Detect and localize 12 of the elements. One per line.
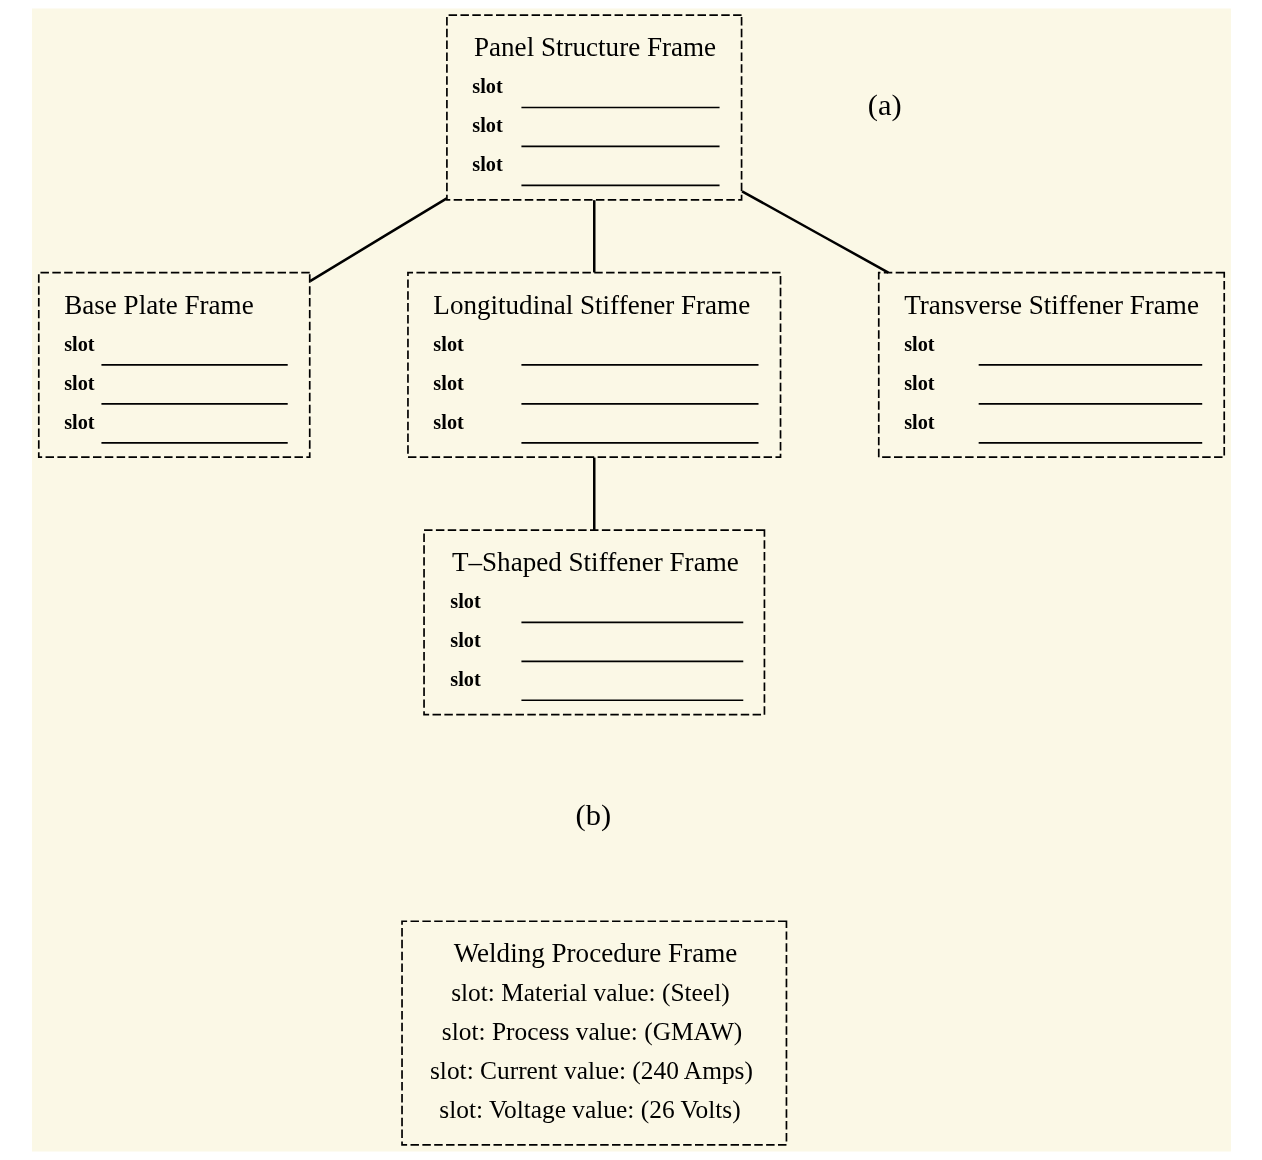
connector [309,197,447,283]
node-box: Panel Structure Frame slot slot slot [445,14,742,201]
node-box: Welding Procedure Frame slot: Material value: (Steel) slot: Process value: (GMAW) slot: Current value: (240 Amps) slot: Voltage value: (26 Volts) [400,920,787,1146]
label: (b) [575,798,611,833]
label: (a) [867,87,902,122]
node-box: Transverse Stiffener Frame slot slot slot [877,271,1225,459]
connector [740,190,889,274]
node-box: T–Shaped Stiffener Frame slot slot slot [422,529,765,716]
connector [592,200,595,273]
node-box: Longitudinal Stiffener Frame slot slot slot [406,271,781,459]
node-box: Base Plate Frame slot slot slot [37,271,311,459]
connector [592,457,595,530]
